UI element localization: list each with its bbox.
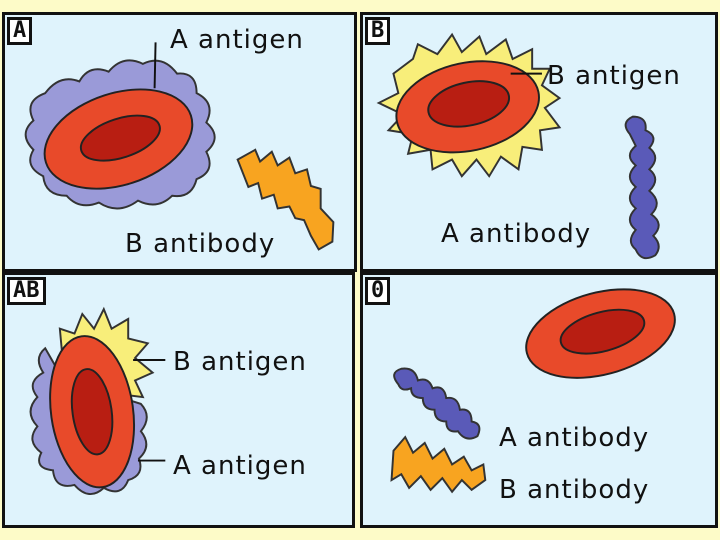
type-b-illustration bbox=[376, 32, 660, 260]
panel-type-o: 0 A antibody B antibody bbox=[360, 272, 718, 528]
o-a-antibody-label: A antibody bbox=[499, 423, 650, 453]
panel-type-ab: AB B antigen A antigen bbox=[2, 272, 355, 528]
panel-tag-a: A bbox=[7, 17, 33, 45]
panel-type-a: A A antigen B antibody bbox=[2, 12, 357, 272]
a-antibody-shape bbox=[624, 115, 660, 260]
b-cell-nucleus bbox=[427, 80, 511, 128]
panel-tag-b: B bbox=[365, 17, 391, 45]
panel-type-b: B B antigen A antibody bbox=[360, 12, 718, 272]
o-cell-nucleus bbox=[559, 308, 646, 355]
o-b-antibody-label: B antibody bbox=[499, 475, 650, 505]
a-antigen-pointer bbox=[153, 42, 157, 89]
a-antibody-label: A antibody bbox=[441, 219, 592, 249]
ab-b-antigen-label: B antigen bbox=[173, 347, 307, 377]
ab-a-antigen-label: A antigen bbox=[173, 451, 307, 481]
panel-tag-ab: AB bbox=[7, 277, 46, 305]
b-antibody-shape bbox=[236, 148, 335, 251]
o-a-antibody-shape bbox=[393, 367, 481, 440]
type-ab-illustration bbox=[29, 306, 166, 495]
panel-tag-o: 0 bbox=[365, 277, 391, 305]
a-antigen-label: A antigen bbox=[170, 25, 304, 55]
a-cell-nucleus bbox=[79, 114, 161, 162]
ab-cell-nucleus bbox=[70, 368, 114, 456]
b-antibody-label: B antibody bbox=[125, 229, 276, 259]
type-o-illustration bbox=[390, 288, 676, 494]
type-a-illustration bbox=[24, 42, 335, 251]
b-antigen-label: B antigen bbox=[547, 61, 681, 91]
o-b-antibody-shape bbox=[390, 435, 487, 494]
